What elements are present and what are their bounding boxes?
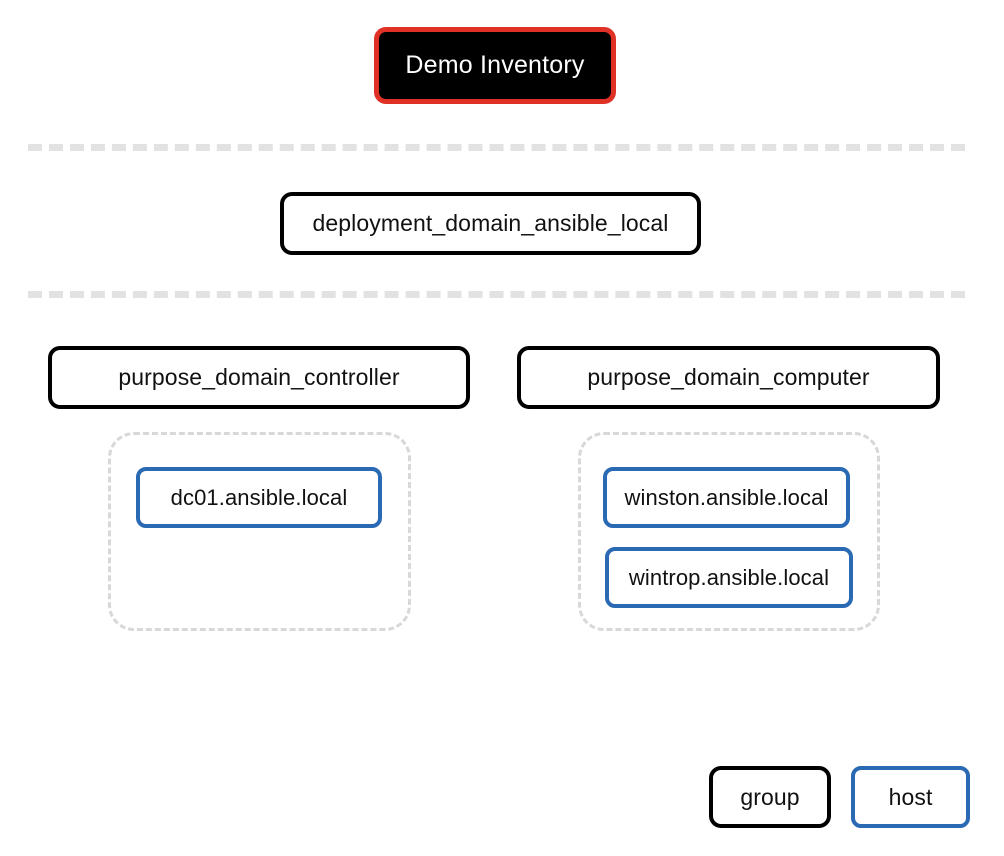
group-node-deployment-domain-ansible-local[interactable]: deployment_domain_ansible_local (280, 192, 701, 255)
group-node-label: deployment_domain_ansible_local (312, 210, 669, 236)
host-container-domain-computer (578, 432, 880, 631)
inventory-root-label: Demo Inventory (405, 51, 585, 79)
legend-host-label: host (888, 783, 933, 810)
group-node-label: purpose_domain_controller (118, 364, 400, 390)
level-separator-2 (28, 291, 965, 298)
host-node-label: dc01.ansible.local (170, 484, 348, 510)
host-container-domain-controller (108, 432, 411, 631)
host-node-wintrop[interactable]: wintrop.ansible.local (605, 547, 853, 608)
host-node-dc01[interactable]: dc01.ansible.local (136, 467, 382, 528)
group-node-purpose-domain-computer[interactable]: purpose_domain_computer (517, 346, 940, 409)
group-node-label: purpose_domain_computer (587, 364, 870, 390)
group-node-purpose-domain-controller[interactable]: purpose_domain_controller (48, 346, 470, 409)
inventory-root-node[interactable]: Demo Inventory (374, 27, 616, 104)
legend-item-host: host (851, 766, 970, 828)
host-node-label: wintrop.ansible.local (628, 564, 830, 590)
host-node-label: winston.ansible.local (624, 484, 829, 510)
legend-group-label: group (740, 783, 800, 810)
legend-item-group: group (709, 766, 831, 828)
host-node-winston[interactable]: winston.ansible.local (603, 467, 850, 528)
level-separator-1 (28, 144, 965, 151)
